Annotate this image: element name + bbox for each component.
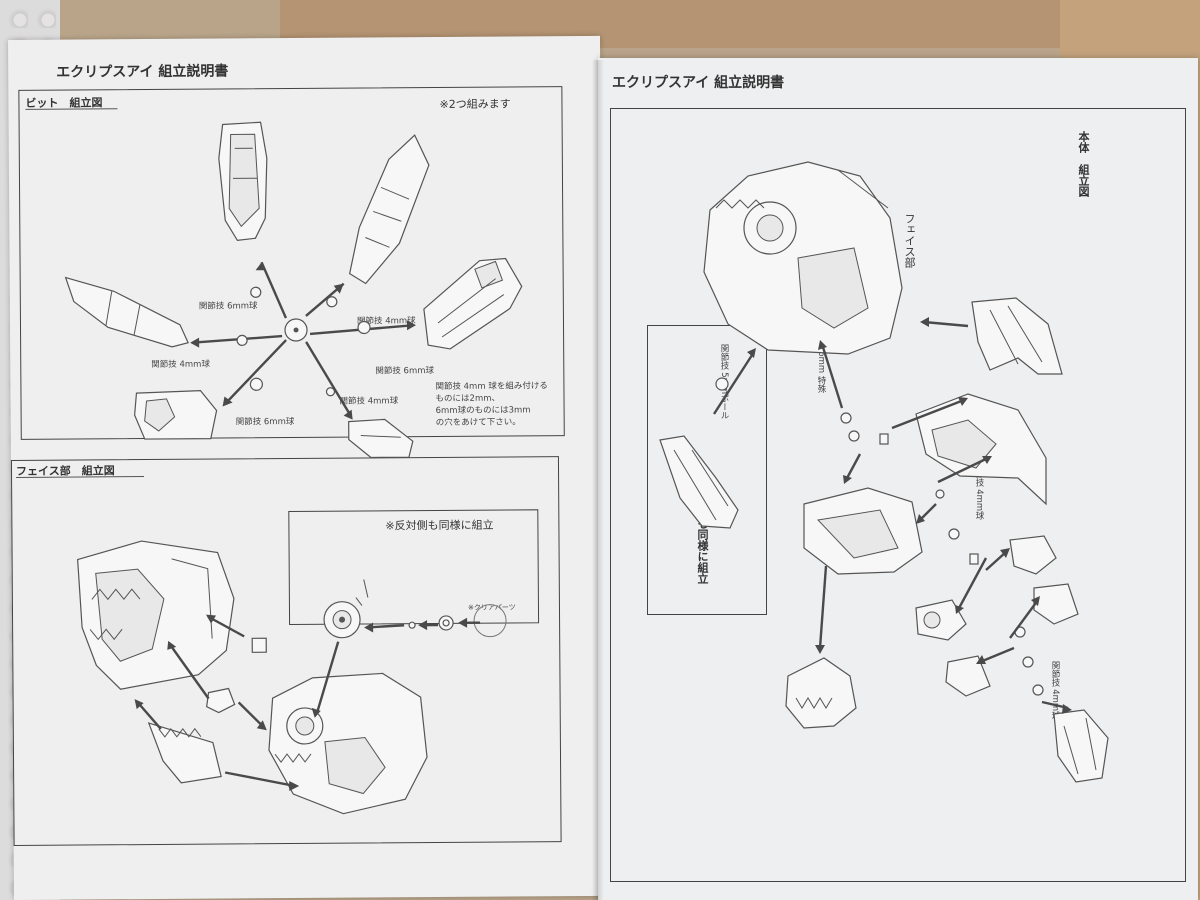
bit-cone-left [64,276,189,348]
right-page-drawings [659,161,1109,783]
left-page: エクリプスアイ 組立説明書 ビット 組立図 ※2つ組みます 関節技 6mm球 関… [8,35,606,900]
bit-arrows [190,261,417,420]
face-part-label: フェイス部 [903,213,916,268]
joint-4mm-label-b: 関節技 4mm球 [1050,661,1060,720]
face-eye-assembly [323,579,507,639]
main-head [703,161,903,355]
left-page-drawings [64,121,523,815]
face-head-right [268,672,428,815]
bit-fin-lower-right [348,418,414,459]
shoulder-armor [915,393,1047,506]
bit-cone-upper-right [348,134,430,285]
right-page-title: エクリプスアイ 組立説明書 [612,75,785,91]
bit-pod-lower-left [134,390,218,440]
bit-pod-top [218,121,268,242]
joint-4mm-label-a: 関節技 4mm球 [974,461,984,520]
face-arrows [134,614,481,792]
special-joint-label: 関節技 6mm 特殊 [816,323,826,393]
torso-part [803,487,923,575]
leg-parts [915,535,1109,783]
lower-claw [785,657,857,729]
face-jaw-lower [147,722,222,784]
body-section-title: 本体 組立図 [1077,131,1090,197]
claw-upper-right [971,297,1063,375]
booklet-fold [592,60,604,900]
bit-hub [284,318,308,342]
bit-pod-right [423,257,523,350]
body-arrows [712,317,1072,714]
right-page: エクリプスアイ 組立説明書 本体 組立図 フェイス部 関節技 5mmボール ※反… [598,58,1198,900]
face-head-left [76,540,235,690]
joint-balls [840,412,1044,696]
inset-face-part [659,377,739,529]
instruction-booklet: エクリプスアイ 組立説明書 ビット 組立図 ※2つ組みます 関節技 6mm球 関… [0,30,1200,900]
face-small-parts [206,637,267,714]
